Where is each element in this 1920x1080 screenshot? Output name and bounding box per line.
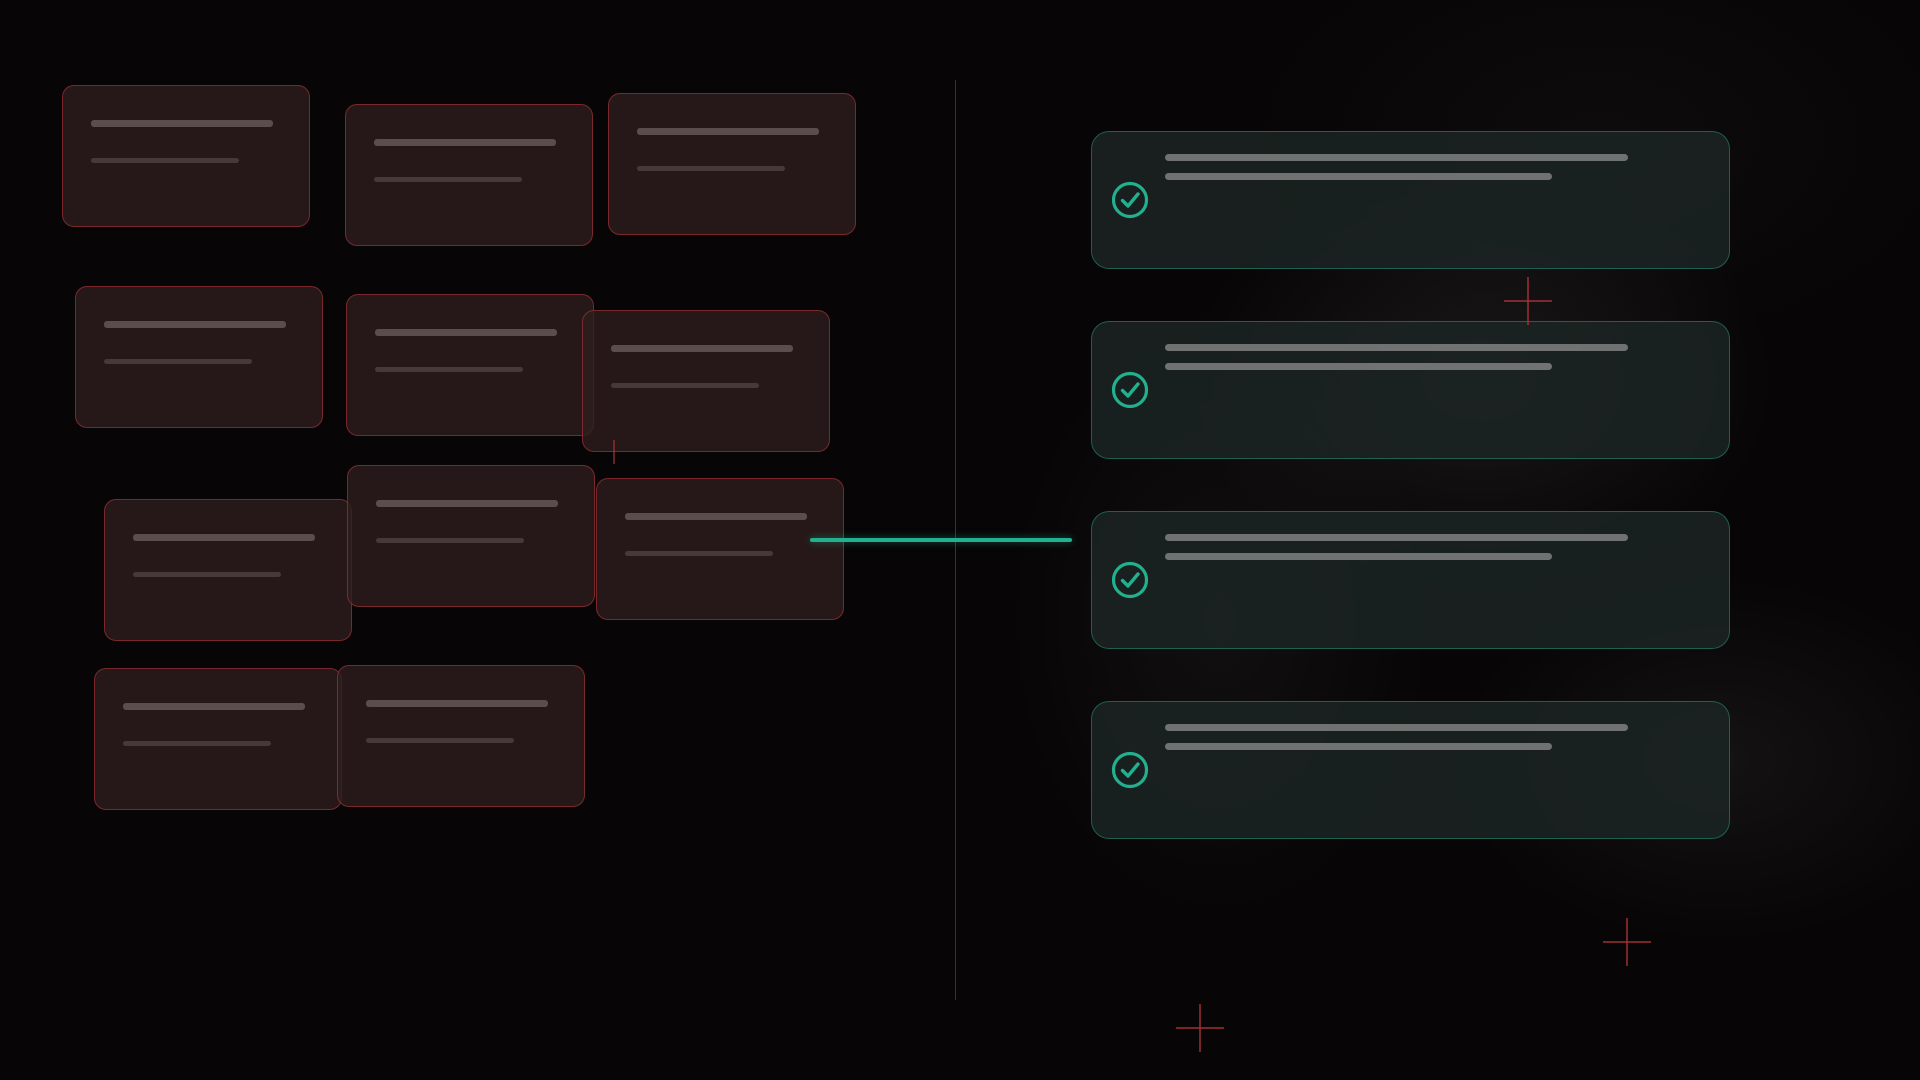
pending-card bbox=[608, 93, 856, 235]
placeholder-line bbox=[376, 538, 524, 543]
crosshair-icon bbox=[1176, 1004, 1224, 1052]
placeholder-line bbox=[104, 321, 286, 328]
placeholder-line bbox=[374, 139, 556, 146]
placeholder-line bbox=[91, 120, 273, 127]
placeholder-line bbox=[1165, 534, 1628, 541]
placeholder-line bbox=[611, 345, 793, 352]
placeholder-line bbox=[1165, 173, 1552, 180]
completed-card bbox=[1091, 321, 1730, 459]
pending-card bbox=[345, 104, 593, 246]
check-circle-icon bbox=[1111, 371, 1149, 409]
placeholder-line bbox=[366, 700, 548, 707]
placeholder-line bbox=[1165, 344, 1628, 351]
placeholder-line bbox=[625, 513, 807, 520]
placeholder-line bbox=[104, 359, 252, 364]
crosshair-icon bbox=[1504, 277, 1552, 325]
check-circle-icon bbox=[1111, 181, 1149, 219]
placeholder-line bbox=[1165, 363, 1552, 370]
check-circle-icon bbox=[1111, 561, 1149, 599]
placeholder-line bbox=[637, 128, 819, 135]
pending-card bbox=[347, 465, 595, 607]
pending-card bbox=[346, 294, 594, 436]
crosshair-icon bbox=[1603, 918, 1651, 966]
placeholder-line bbox=[133, 534, 315, 541]
marker-tick bbox=[613, 440, 615, 464]
completed-card bbox=[1091, 131, 1730, 269]
placeholder-line bbox=[637, 166, 785, 171]
placeholder-line bbox=[123, 741, 271, 746]
placeholder-line bbox=[1165, 154, 1628, 161]
placeholder-line bbox=[1165, 724, 1628, 731]
placeholder-line bbox=[133, 572, 281, 577]
connector-line bbox=[810, 538, 1072, 542]
placeholder-line bbox=[91, 158, 239, 163]
pending-card bbox=[337, 665, 585, 807]
placeholder-line bbox=[611, 383, 759, 388]
placeholder-line bbox=[123, 703, 305, 710]
completed-card bbox=[1091, 701, 1730, 839]
placeholder-line bbox=[374, 177, 522, 182]
placeholder-line bbox=[366, 738, 514, 743]
pending-card bbox=[75, 286, 323, 428]
pending-card bbox=[94, 668, 342, 810]
placeholder-line bbox=[375, 329, 557, 336]
pending-card bbox=[582, 310, 830, 452]
completed-card bbox=[1091, 511, 1730, 649]
placeholder-line bbox=[376, 500, 558, 507]
placeholder-line bbox=[1165, 553, 1552, 560]
placeholder-line bbox=[1165, 743, 1552, 750]
placeholder-line bbox=[375, 367, 523, 372]
pending-card bbox=[62, 85, 310, 227]
check-circle-icon bbox=[1111, 751, 1149, 789]
pending-card bbox=[596, 478, 844, 620]
placeholder-line bbox=[625, 551, 773, 556]
pending-card bbox=[104, 499, 352, 641]
